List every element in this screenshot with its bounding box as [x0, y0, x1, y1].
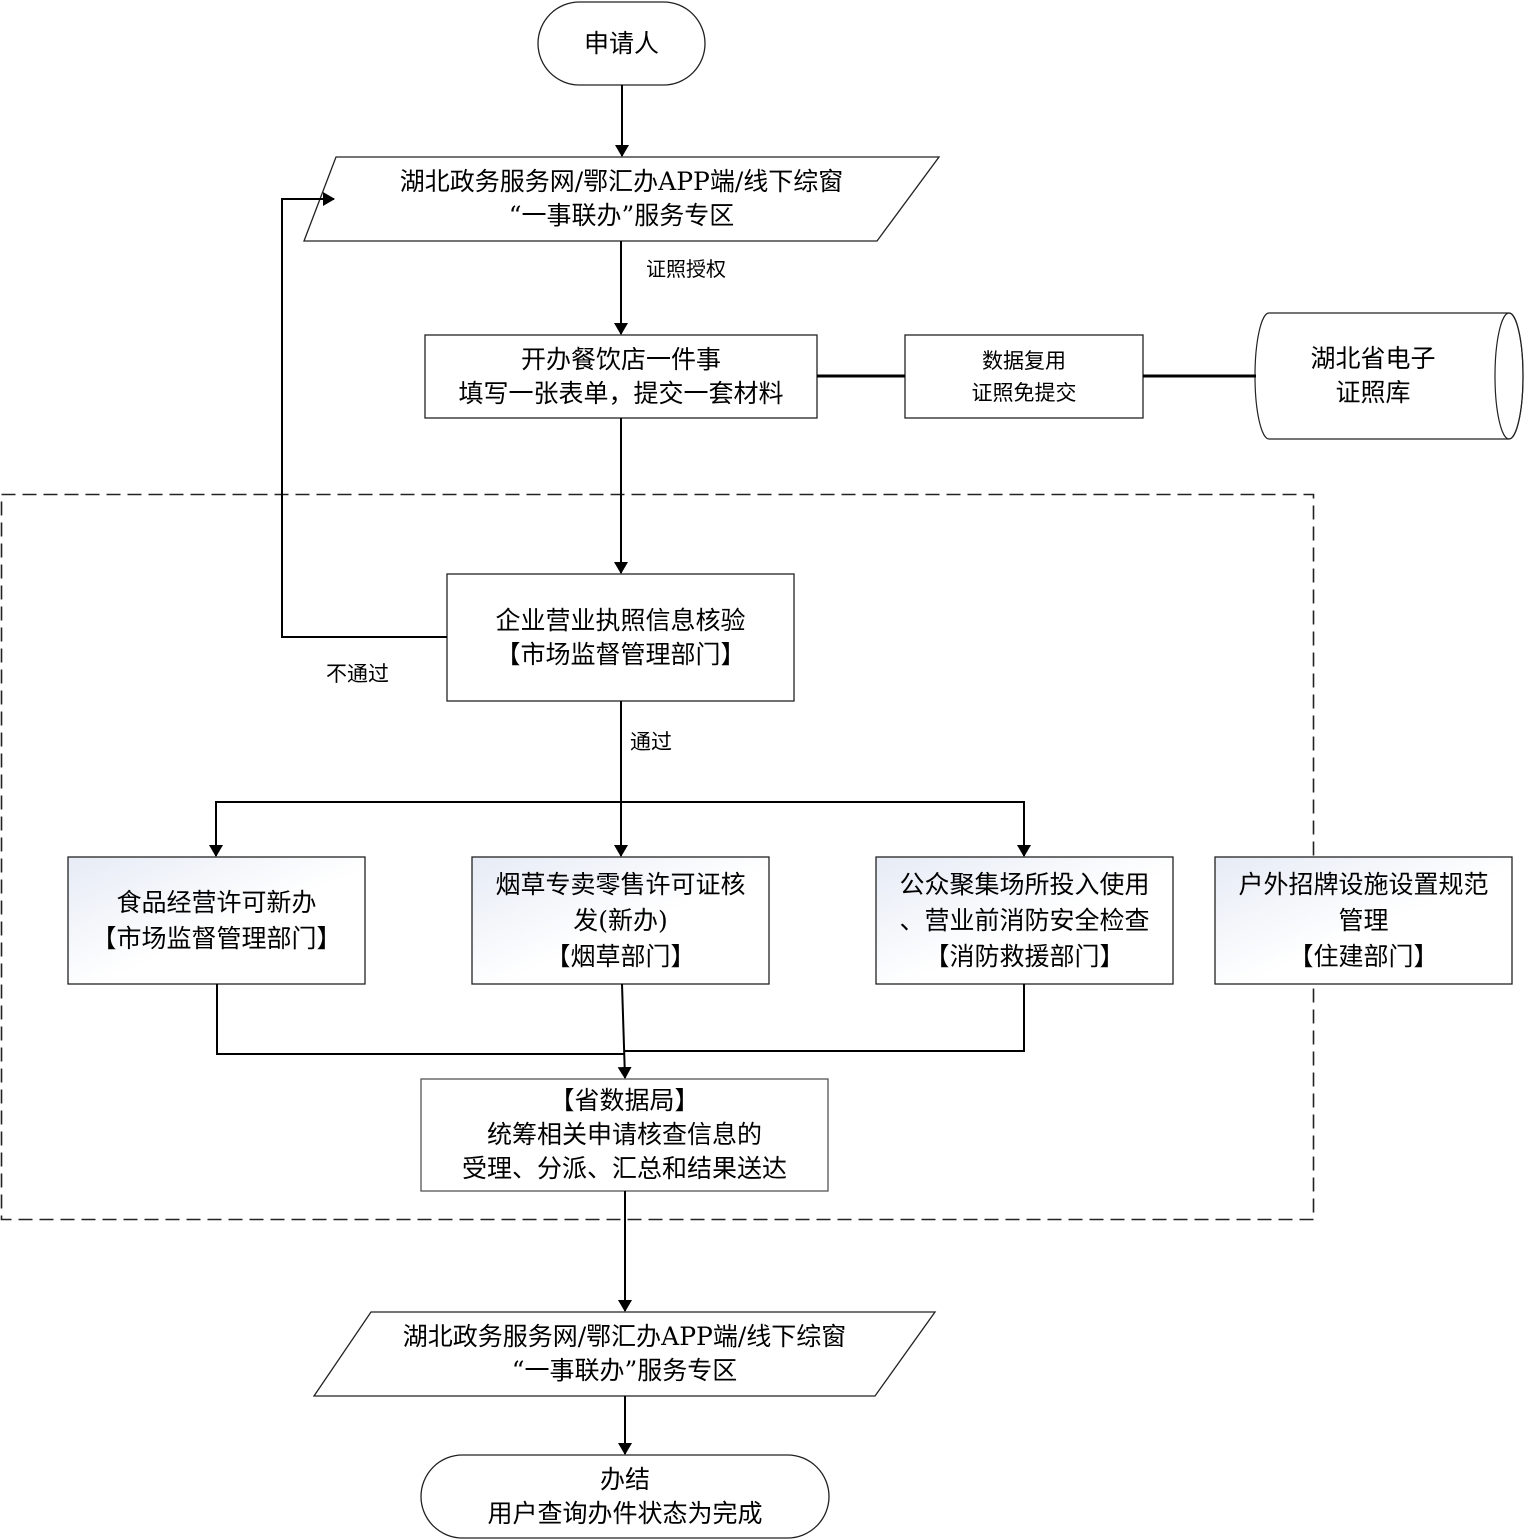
- edge-branch-food: [209, 801, 621, 857]
- data-bureau-line2: 统筹相关申请核查信息的: [486, 1120, 762, 1149]
- reuse-line1: 数据复用: [982, 348, 1066, 373]
- portal-bottom-node[interactable]: 湖北政务服务网/鄂汇办APP端/线下综窗 “一事联办”服务专区: [314, 1312, 935, 1396]
- edge-auth-label: 证照授权: [646, 257, 726, 281]
- portal-bottom-line2: “一事联办”服务专区: [511, 1356, 738, 1385]
- dept-tobacco-node[interactable]: 烟草专卖零售许可证核 发(新办) 【烟草部门】: [472, 857, 769, 984]
- data-bureau-line3: 受理、分派、汇总和结果送达: [461, 1154, 787, 1183]
- start-label: 申请人: [583, 28, 659, 58]
- form-node[interactable]: 开办餐饮店一件事 填写一张表单，提交一套材料: [425, 335, 817, 418]
- edge-branch-fire: [621, 801, 1031, 857]
- dept-housing-node[interactable]: 户外招牌设施设置规范 管理 【住建部门】: [1215, 857, 1512, 984]
- start-node[interactable]: 申请人: [538, 2, 705, 85]
- dept-tobacco-shape: [471, 856, 770, 985]
- dept-food-shape: [67, 856, 366, 985]
- dept-housing-line3: 【住建部门】: [1288, 941, 1439, 971]
- dept-food-line2: 【市场监督管理部门】: [91, 923, 342, 953]
- dept-fire-line1: 公众聚集场所投入使用: [899, 869, 1150, 899]
- portal-bottom-line1: 湖北政务服务网/鄂汇办APP端/线下综窗: [402, 1322, 847, 1351]
- reuse-node[interactable]: 数据复用 证照免提交: [905, 335, 1143, 418]
- end-node[interactable]: 办结 用户查询办件状态为完成: [421, 1455, 829, 1538]
- edge-fail-label: 不通过: [326, 662, 389, 686]
- dept-fire-shape: [875, 856, 1174, 985]
- form-line1: 开办餐饮店一件事: [520, 344, 721, 374]
- portal-top-shape: [303, 156, 941, 242]
- verify-box-shape: [446, 573, 795, 702]
- verify-node[interactable]: 企业营业执照信息核验 【市场监督管理部门】: [447, 574, 794, 701]
- license-db-shape: [1254, 312, 1524, 440]
- dept-fire-line3: 【消防救援部门】: [924, 941, 1125, 971]
- verify-line1: 企业营业执照信息核验: [495, 605, 746, 635]
- dept-housing-line1: 户外招牌设施设置规范: [1238, 869, 1489, 899]
- license-db-line2: 证照库: [1335, 378, 1411, 407]
- dept-tobacco-line3: 【烟草部门】: [545, 941, 696, 971]
- form-line2: 填写一张表单，提交一套材料: [458, 378, 784, 408]
- edge-pass-label: 通过: [630, 730, 672, 754]
- data-bureau-line1: 【省数据局】: [549, 1086, 700, 1115]
- dashed-process-container: [0, 493, 1315, 1221]
- dept-fire-line2: 、营业前消防安全检查: [899, 905, 1150, 935]
- dept-food-node[interactable]: 食品经营许可新办 【市场监督管理部门】: [68, 857, 365, 984]
- reuse-line2: 证照免提交: [971, 380, 1077, 405]
- portal-top-line1: 湖北政务服务网/鄂汇办APP端/线下综窗: [399, 167, 844, 196]
- end-terminator-shape: [420, 1454, 830, 1539]
- edge-food-merge: [216, 984, 624, 1055]
- edge-verify-fail-loop: [281, 192, 447, 638]
- dept-food-line1: 食品经营许可新办: [116, 887, 317, 917]
- dept-tobacco-line1: 烟草专卖零售许可证核: [495, 869, 746, 899]
- dept-housing-shape: [1214, 856, 1513, 985]
- license-db-line1: 湖北省电子: [1310, 344, 1436, 373]
- form-box-shape: [424, 334, 818, 419]
- portal-top-node[interactable]: 湖北政务服务网/鄂汇办APP端/线下综窗 “一事联办”服务专区: [304, 157, 939, 241]
- end-line2: 用户查询办件状态为完成: [487, 1498, 763, 1528]
- end-line1: 办结: [599, 1464, 650, 1494]
- verify-line2: 【市场监督管理部门】: [495, 639, 746, 669]
- edge-tobacco-to-bureau: [617, 983, 632, 1079]
- dept-fire-node[interactable]: 公众聚集场所投入使用 、营业前消防安全检查 【消防救援部门】: [876, 857, 1173, 984]
- license-db-node[interactable]: 湖北省电子 证照库: [1256, 313, 1522, 439]
- portal-bottom-shape: [312, 1311, 937, 1397]
- portal-top-line2: “一事联办”服务专区: [508, 201, 735, 230]
- dept-housing-line2: 管理: [1338, 905, 1389, 935]
- edge-fire-merge: [624, 984, 1025, 1052]
- data-bureau-node[interactable]: 【省数据局】 统筹相关申请核查信息的 受理、分派、汇总和结果送达: [421, 1079, 828, 1191]
- dept-tobacco-line2: 发(新办): [573, 905, 668, 935]
